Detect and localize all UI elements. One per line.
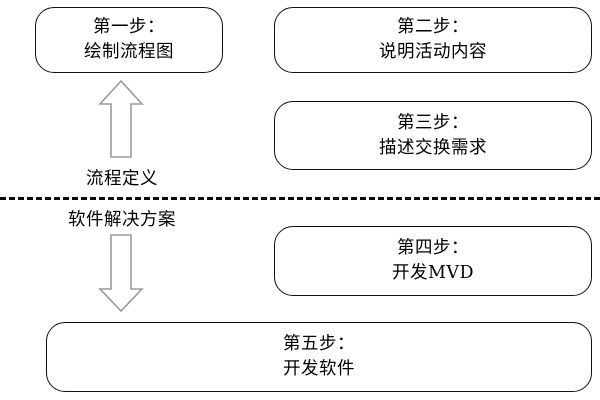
step-box-1[interactable]: 第一步： 绘制流程图 (35, 7, 223, 73)
step-box-5[interactable]: 第五步： 开发软件 (46, 322, 592, 392)
step-box-4[interactable]: 第四步： 开发MVD (274, 226, 592, 296)
step-1-description: 绘制流程图 (84, 42, 174, 62)
step-3-title: 第三步： (397, 112, 469, 133)
step-5-title: 第五步： (283, 334, 355, 355)
step-2-title: 第二步： (397, 17, 469, 38)
dashed-divider (0, 197, 600, 200)
step-1-title: 第一步： (93, 17, 165, 38)
step-box-3[interactable]: 第三步： 描述交换需求 (274, 101, 592, 170)
step-4-title: 第四步： (397, 238, 469, 259)
arrow-down-icon (98, 234, 144, 313)
step-5-description: 开发软件 (283, 359, 355, 379)
label-process-definition: 流程定义 (86, 169, 158, 189)
step-2-description: 说明活动内容 (379, 42, 487, 62)
step-box-2[interactable]: 第二步： 说明活动内容 (274, 7, 592, 73)
step-3-description: 描述交换需求 (379, 137, 487, 158)
step-4-description: 开发MVD (391, 263, 475, 283)
label-software-solution: 软件解决方案 (68, 210, 176, 230)
arrow-up-icon (98, 79, 144, 159)
